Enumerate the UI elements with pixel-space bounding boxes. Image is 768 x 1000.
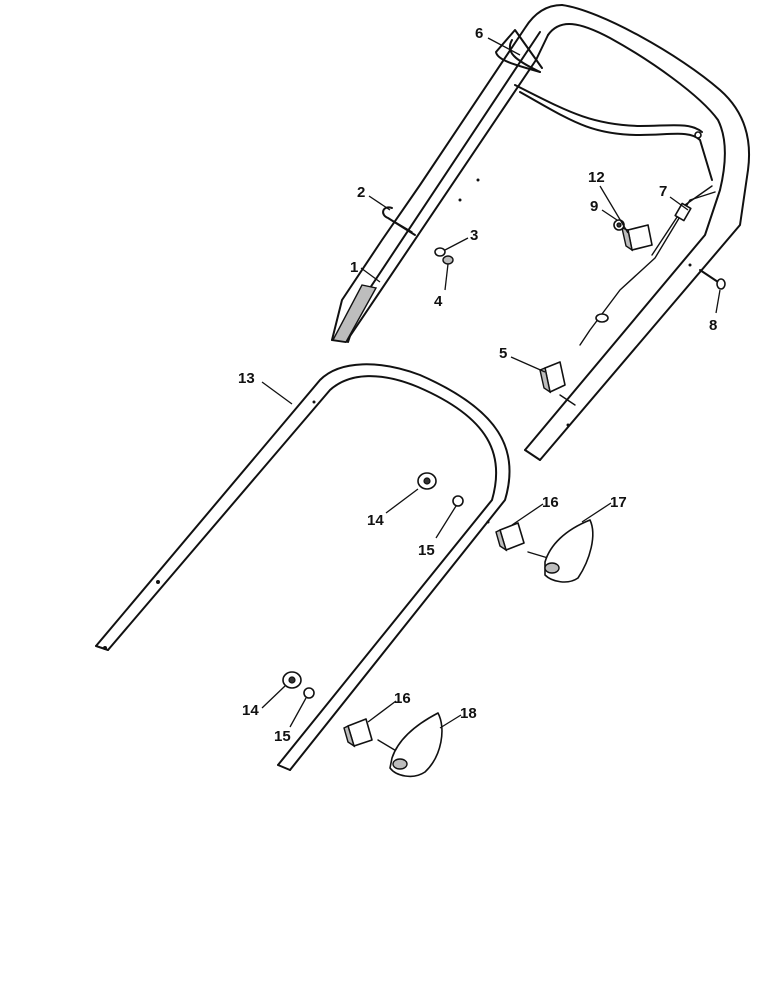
cable-tie-part-5 [539, 361, 566, 394]
upper-handle-part-1 [331, 4, 751, 461]
callout-labels: 1 2 3 4 5 6 7 8 9 12 13 14 15 16 17 14 1… [238, 25, 717, 745]
callout-5: 5 [499, 345, 507, 362]
washer-part-3 [434, 247, 446, 257]
washer-part-15-lower [303, 687, 315, 699]
lower-handle-part-13 [95, 363, 511, 771]
callout-14-upper: 14 [367, 512, 384, 529]
leader-lines [261, 37, 721, 729]
callout-9: 9 [590, 198, 598, 215]
knob-part-14-lower [282, 671, 302, 689]
callout-16-upper: 16 [542, 494, 559, 511]
callout-4: 4 [434, 293, 443, 310]
washer-part-15-upper [452, 495, 464, 507]
knob-part-14-upper [417, 472, 437, 490]
callout-2: 2 [357, 184, 365, 201]
callout-7: 7 [659, 183, 667, 200]
callout-15-lower: 15 [274, 728, 291, 745]
callout-16-lower: 16 [394, 690, 411, 707]
quick-release-lever-part-18 [377, 712, 443, 778]
callout-17: 17 [610, 494, 627, 511]
cable-part-7 [579, 185, 716, 346]
callout-1: 1 [350, 259, 358, 276]
clamp-block-part-16-lower [343, 718, 373, 748]
callout-8: 8 [709, 317, 717, 334]
callout-12: 12 [588, 169, 605, 186]
pin-part-2 [382, 206, 416, 236]
callout-3: 3 [470, 227, 478, 244]
quick-release-lever-part-17 [527, 519, 594, 583]
bail-lever-part-6 [495, 29, 713, 181]
callout-18: 18 [460, 705, 477, 722]
callout-6: 6 [475, 25, 483, 42]
callout-13: 13 [238, 370, 255, 387]
callout-14-lower: 14 [242, 702, 259, 719]
callout-15-upper: 15 [418, 542, 435, 559]
clamp-block-part-16-upper [495, 522, 525, 552]
bolt-part-8 [699, 269, 726, 290]
nut-part-4 [442, 255, 454, 265]
cable-clip-part-12 [621, 224, 653, 252]
